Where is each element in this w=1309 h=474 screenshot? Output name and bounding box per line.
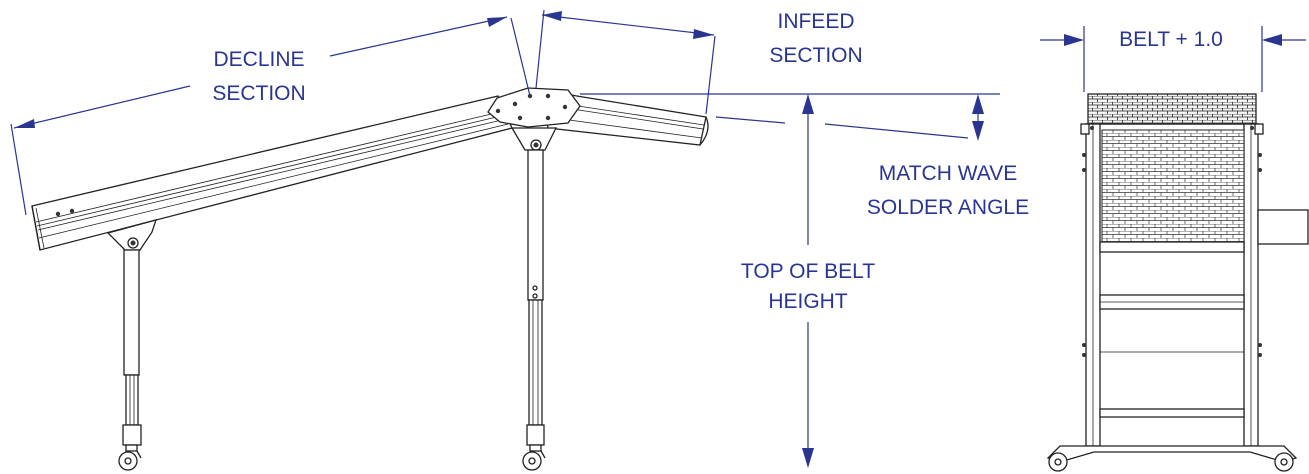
decline-section-beam <box>31 95 513 251</box>
decline-label-line1: DECLINE <box>213 48 304 71</box>
match-wave-label-line1: MATCH WAVE <box>879 162 1017 185</box>
belt-width-dimension <box>1040 26 1306 92</box>
drive-motor <box>1257 209 1309 245</box>
height-label-line2: HEIGHT <box>768 290 848 313</box>
infeed-dimension <box>535 9 716 115</box>
belt-return-mesh <box>1101 129 1245 243</box>
left-leg <box>106 219 157 471</box>
end-base <box>1046 445 1298 472</box>
belt-top <box>1087 93 1257 125</box>
angle-dimension <box>580 93 1000 141</box>
decline-label-line2: SECTION <box>212 82 305 105</box>
decline-dimension <box>10 16 531 216</box>
side-view: DECLINE SECTION INFEED SECTION MATCH WAV… <box>10 9 1029 471</box>
match-wave-label-line2: SOLDER ANGLE <box>867 196 1029 219</box>
cross-members <box>1099 241 1245 418</box>
infeed-label-line2: SECTION <box>769 44 862 67</box>
end-view: BELT + 1.0 <box>1040 26 1309 472</box>
height-label-line1: TOP OF BELT <box>741 260 875 283</box>
center-leg <box>510 127 558 471</box>
belt-width-label: BELT + 1.0 <box>1119 28 1223 51</box>
height-dimension <box>802 94 814 468</box>
infeed-label-line1: INFEED <box>777 10 854 33</box>
pivot-plate <box>487 87 581 128</box>
